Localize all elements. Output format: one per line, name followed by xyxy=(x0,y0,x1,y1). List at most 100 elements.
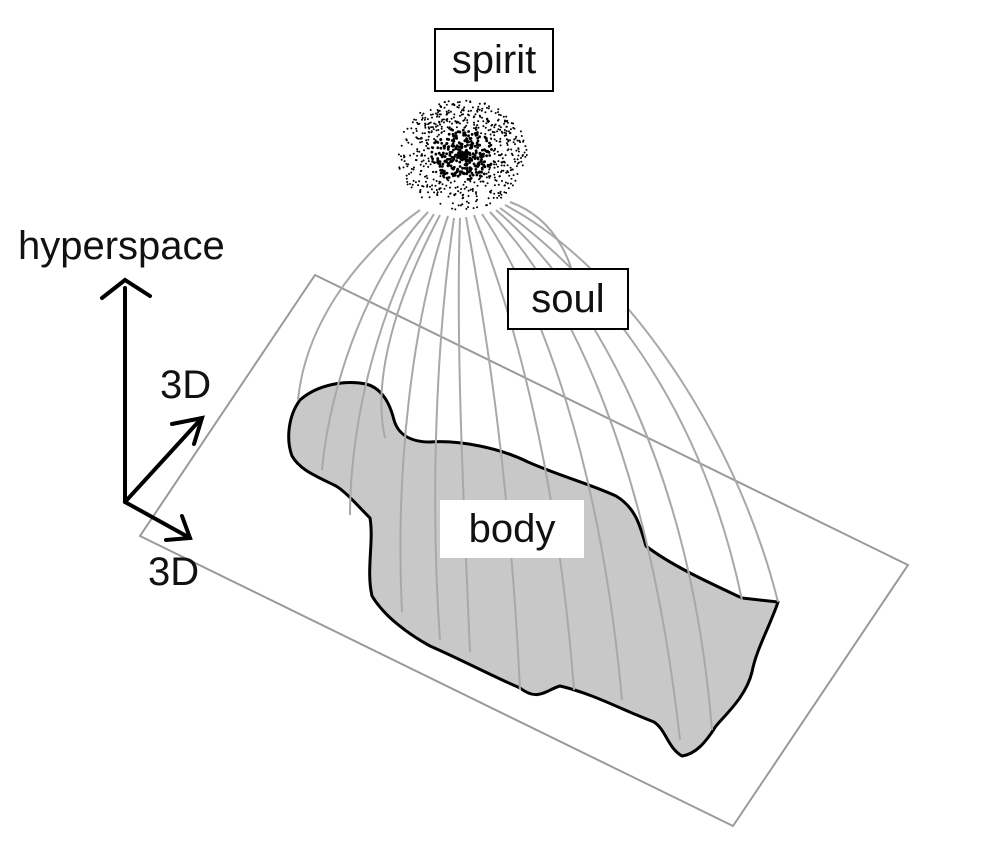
spirit-particle xyxy=(460,154,464,158)
spirit-particle xyxy=(489,166,491,169)
spirit-particle xyxy=(480,158,483,162)
spirit-particle xyxy=(410,171,413,174)
spirit-particle xyxy=(478,114,481,117)
spirit-particle xyxy=(398,167,401,170)
spirit-particle xyxy=(447,176,451,179)
spirit-particle xyxy=(438,103,441,106)
spirit-particle xyxy=(486,106,488,109)
spirit-particle xyxy=(467,206,469,209)
spirit-particle xyxy=(464,162,468,166)
spirit-particle xyxy=(509,128,512,131)
spirit-particle xyxy=(500,130,503,133)
spirit-particle xyxy=(436,124,439,127)
spirit-particle xyxy=(426,177,429,180)
spirit-particle xyxy=(500,196,503,199)
spirit-particle xyxy=(503,122,505,125)
spirit-particle xyxy=(449,160,452,164)
spirit-particle xyxy=(509,169,512,172)
spirit-particle xyxy=(511,168,514,171)
spirit-particle xyxy=(466,143,469,147)
spirit-particle xyxy=(440,191,443,193)
spirit-particle xyxy=(423,132,426,135)
spirit-particle xyxy=(501,157,504,160)
spirit-particle xyxy=(502,169,505,172)
spirit-particle xyxy=(419,141,422,144)
spirit-particle xyxy=(439,171,443,175)
spirit-particle xyxy=(476,131,479,134)
spirit-particle xyxy=(505,115,508,118)
spirit-particle xyxy=(501,180,503,182)
spirit-particle xyxy=(485,139,489,143)
spirit-particle xyxy=(512,174,515,177)
spirit-particle xyxy=(429,185,432,188)
spirit-particle xyxy=(490,148,493,151)
spirit-particle xyxy=(425,174,428,177)
spirit-particle xyxy=(458,173,462,176)
spirit-particle xyxy=(465,172,469,176)
spirit-particle xyxy=(452,139,456,143)
spirit-particle xyxy=(505,171,508,174)
spirit-particle xyxy=(511,184,514,187)
spirit-particle xyxy=(469,180,472,183)
spirit-particle xyxy=(488,154,492,157)
spirit-particle xyxy=(521,164,524,167)
spirit-particle xyxy=(496,196,499,199)
spirit-particle xyxy=(421,153,423,156)
spirit-particle xyxy=(431,184,434,187)
spirit-particle xyxy=(485,172,488,175)
spirit-particle xyxy=(494,147,496,150)
spirit-particle xyxy=(430,130,433,133)
spirit-particle xyxy=(419,191,422,194)
spirit-particle xyxy=(436,115,438,118)
spirit-particle xyxy=(432,128,435,131)
spirit-particle xyxy=(433,161,436,165)
spirit-particle xyxy=(443,121,445,124)
spirit-particle xyxy=(489,128,492,131)
spirit-particle xyxy=(505,132,507,135)
spirit-particle xyxy=(484,184,487,187)
spirit-particle xyxy=(508,130,510,133)
soul-label: soul xyxy=(507,268,629,330)
spirit-particle xyxy=(438,121,441,124)
spirit-particle xyxy=(445,137,449,141)
soul-line xyxy=(499,207,743,601)
spirit-particle xyxy=(503,129,506,131)
spirit-particle xyxy=(424,180,427,183)
spirit-particle xyxy=(461,203,464,206)
spirit-particle xyxy=(417,184,420,187)
hyperspace-label: hyperspace xyxy=(18,224,225,268)
spirit-particle xyxy=(407,141,410,144)
spirit-particle xyxy=(465,186,468,189)
spirit-particle xyxy=(454,186,457,189)
spirit-particle xyxy=(493,192,496,195)
soul-line xyxy=(489,211,681,741)
spirit-particle xyxy=(403,160,406,163)
spirit-particle xyxy=(462,171,466,175)
spirit-particle xyxy=(438,160,442,164)
spirit-particle xyxy=(422,185,425,188)
spirit-particle xyxy=(478,143,482,147)
spirit-particle xyxy=(487,197,490,200)
spirit-particle xyxy=(515,165,518,168)
spirit-particle xyxy=(477,120,480,123)
spirit-particle xyxy=(525,154,528,156)
spirit-particle xyxy=(505,130,508,133)
spirit-particle xyxy=(445,152,448,156)
spirit-particle xyxy=(453,113,456,116)
spirit-particle xyxy=(458,114,461,117)
spirit-particle xyxy=(456,186,459,188)
spirit-particle xyxy=(481,180,484,183)
spirit-particle xyxy=(437,151,441,155)
body-silhouette xyxy=(287,381,780,758)
spirit-particle xyxy=(497,111,499,114)
spirit-particle xyxy=(489,202,492,205)
spirit-particle xyxy=(430,146,433,149)
spirit-particle xyxy=(512,122,515,125)
spirit-particle xyxy=(420,169,423,172)
spirit-particle xyxy=(496,150,499,153)
spirit-particle xyxy=(426,141,428,144)
spirit-particle xyxy=(467,195,470,197)
spirit-particle xyxy=(524,155,527,158)
spirit-particle xyxy=(477,161,480,165)
spirit-particle xyxy=(419,173,422,176)
